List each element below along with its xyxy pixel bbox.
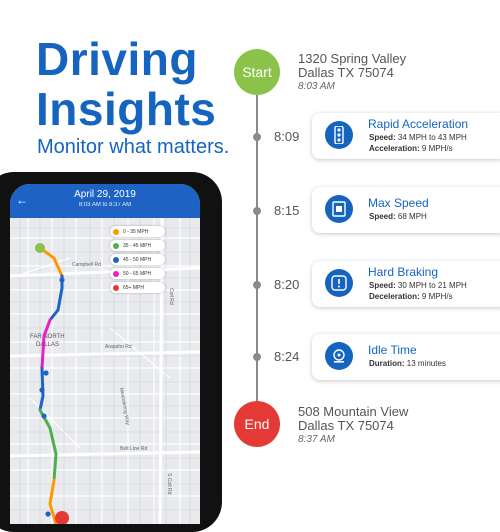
idle-engine-icon [325,342,353,370]
speed-sign-icon [325,195,353,223]
phone-screen: ← April 29, 2019 8:03 AM to 8:37 AM [10,184,200,524]
start-marker: Start [234,49,280,95]
legend-dot [113,256,119,263]
event-detail: Deceleration: 9 MPH/s [369,292,453,301]
route-map[interactable]: Campbell Rd Arapaho Rd Belt Line Rd FAR … [10,218,200,524]
legend-item: 0 - 35 MPH [110,226,165,237]
detail-label: Speed: [369,212,396,221]
traffic-light-icon [325,121,353,149]
event-time: 8:15 [274,203,300,218]
end-marker: End [234,401,280,447]
timeline-dot [253,207,261,215]
map-label-arapaho: Arapaho Rd [105,344,132,350]
end-address-line-1: 508 Mountain View [298,404,409,419]
timeline-dot [253,353,261,361]
detail-label: Deceleration: [369,292,420,301]
event-marker[interactable] [41,413,47,419]
tagline: Monitor what matters. [37,136,230,158]
app-header: ← April 29, 2019 8:03 AM to 8:37 AM [10,184,200,218]
detail-value: 9 MPH/s [421,144,453,153]
event-marker[interactable] [45,511,51,517]
event-card-rapid-acceleration[interactable]: Rapid Acceleration Speed: 34 MPH to 43 M… [312,113,500,159]
event-detail: Duration: 13 minutes [369,359,446,368]
event-marker[interactable] [39,387,45,393]
legend-item: 35 - 45 MPH [110,240,165,251]
legend-dot [113,228,119,235]
legend-dot [113,242,119,249]
map-label-dallas: DALLAS [36,342,59,348]
start-time: 8:03 AM [298,81,335,92]
event-title: Max Speed [368,196,429,210]
timeline-dot [253,281,261,289]
route-segment [38,408,58,482]
headline-line-2: Insights [36,83,217,135]
detail-value: 30 MPH to 21 MPH [397,281,467,290]
detail-label: Duration: [369,359,405,368]
event-detail: Speed: 68 MPH [369,212,427,221]
detail-label: Speed: [369,133,396,142]
event-time: 8:09 [274,129,300,144]
route-start-marker[interactable] [35,243,45,253]
event-card-hard-braking[interactable]: Hard Braking Speed: 30 MPH to 21 MPH Dec… [312,261,500,307]
start-address-line-2: Dallas TX 75074 [298,65,394,80]
detail-value: 34 MPH to 43 MPH [397,133,467,142]
legend-item: 65+ MPH [110,282,165,293]
start-address: 1320 Spring Valley Dallas TX 75074 8:03 … [298,52,406,94]
phone-mockup: ← April 29, 2019 8:03 AM to 8:37 AM [0,172,222,532]
map-label-beltline: Belt Line Rd [120,446,147,452]
map-label-far-north: FAR NORTH [30,334,65,340]
map-label-coit: Coit Rd [168,288,174,305]
detail-value: 68 MPH [397,212,427,221]
legend-item: 50 - 65 MPH [110,268,165,279]
event-marker[interactable] [59,277,65,283]
route-segment [38,246,64,278]
trip-date: April 29, 2019 [74,189,136,200]
legend-label: 50 - 65 MPH [123,270,152,277]
headline-line-1: Driving [36,33,198,85]
route-segment [38,366,45,412]
end-address-line-2: Dallas TX 75074 [298,418,394,433]
headline: Driving Insights [36,34,216,134]
route-segment [40,318,52,370]
event-time: 8:24 [274,349,300,364]
event-time: 8:20 [274,277,300,292]
start-address-line-1: 1320 Spring Valley [298,51,407,66]
trip-time-range: 8:03 AM to 8:37 AM [78,202,132,208]
event-title: Idle Time [368,343,417,357]
detail-value: 9 MPH/s [421,292,453,301]
legend-item: 45 - 50 MPH [110,254,165,265]
end-address: 508 Mountain View Dallas TX 75074 8:37 A… [298,405,408,447]
event-detail: Speed: 30 MPH to 21 MPH [369,281,467,290]
legend-label: 45 - 50 MPH [123,256,152,263]
legend-label: 35 - 45 MPH [123,242,152,249]
detail-label: Speed: [369,281,396,290]
detail-label: Acceleration: [369,144,420,153]
timeline-dot [253,133,261,141]
map-label-s-coit: S Coit Rd [166,473,172,495]
speed-legend: 0 - 35 MPH 35 - 45 MPH 45 - 50 MPH 50 - … [110,226,165,296]
end-time: 8:37 AM [298,434,335,445]
event-title: Rapid Acceleration [368,117,469,131]
detail-value: 13 minutes [406,359,446,368]
event-title: Hard Braking [368,265,439,279]
event-card-idle-time[interactable]: Idle Time Duration: 13 minutes [312,334,500,380]
map-label-campbell: Campbell Rd [72,262,101,268]
legend-label: 0 - 35 MPH [123,228,149,235]
event-marker[interactable] [43,370,49,376]
back-arrow-icon[interactable]: ← [16,193,28,207]
event-card-max-speed[interactable]: Max Speed Speed: 68 MPH [312,187,500,233]
timeline-line [256,70,258,430]
event-detail: Acceleration: 9 MPH/s [369,144,453,153]
legend-dot [113,284,119,291]
legend-dot [113,270,119,277]
event-detail: Speed: 34 MPH to 43 MPH [369,133,467,142]
legend-label: 65+ MPH [123,284,144,291]
warning-sign-icon [325,269,353,297]
